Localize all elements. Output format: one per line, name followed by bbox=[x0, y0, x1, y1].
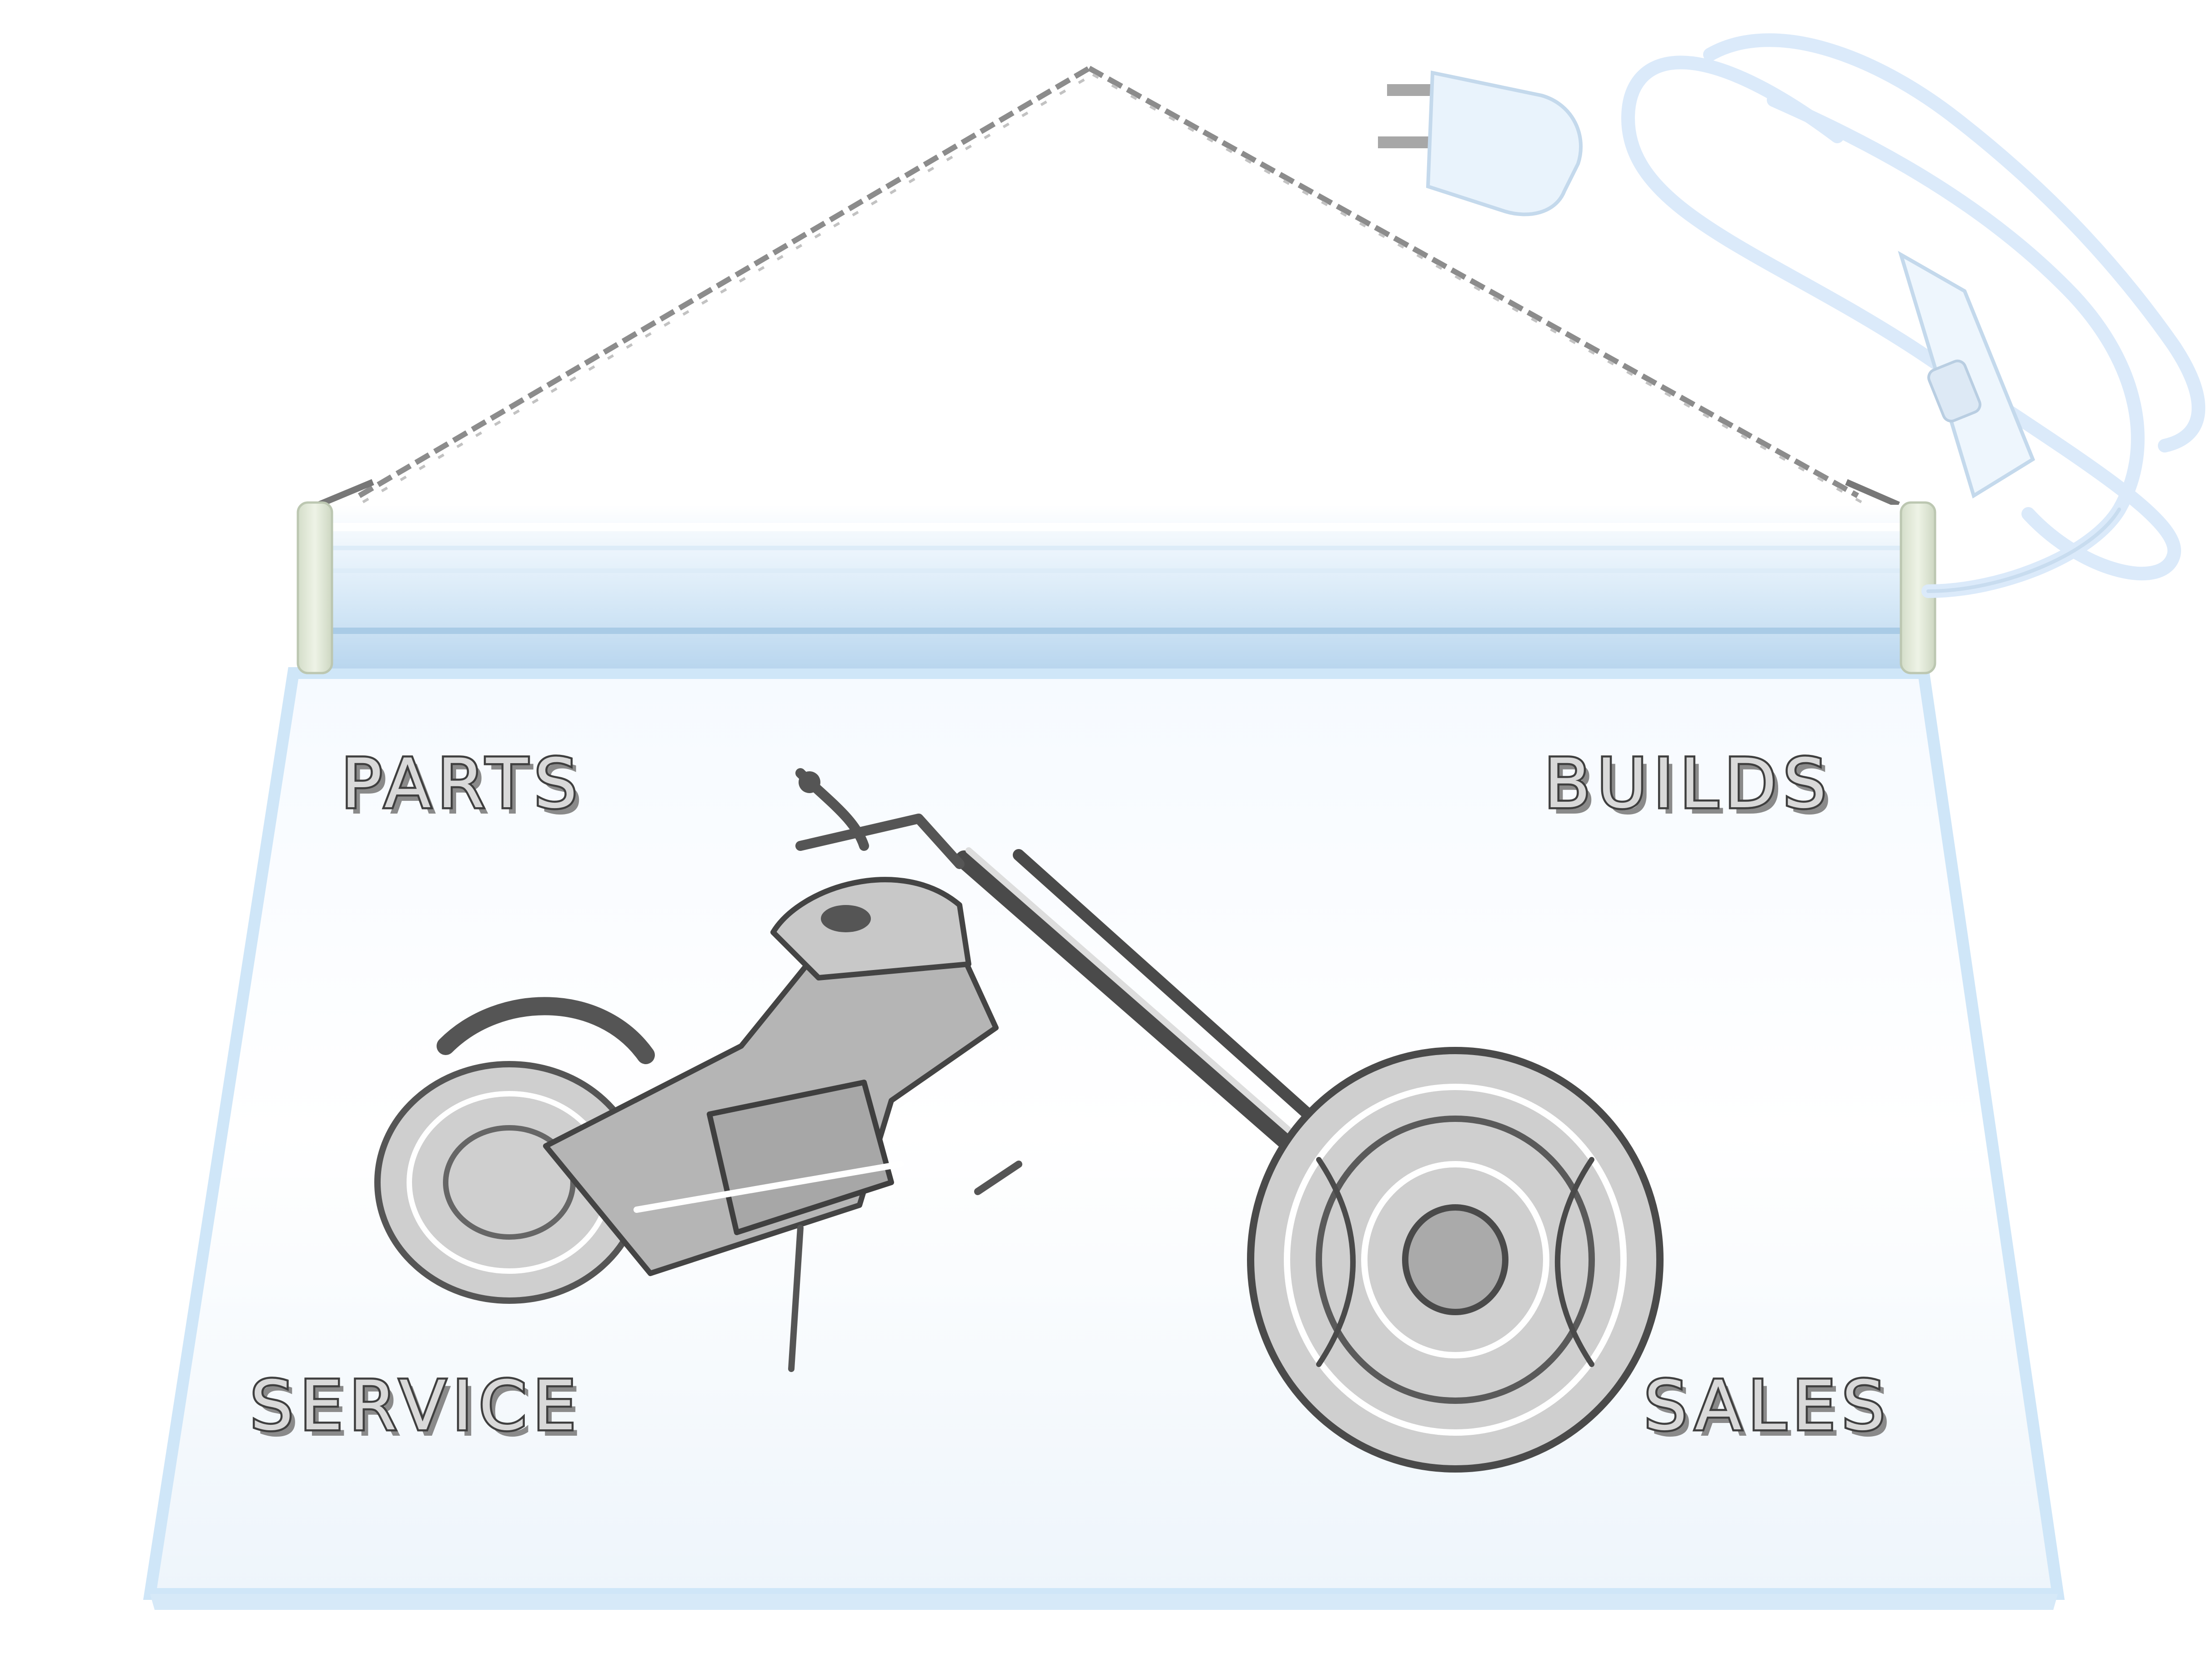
svg-text:BUILDS: BUILDS bbox=[1549, 751, 1838, 830]
svg-text:SALES: SALES bbox=[1649, 1373, 1897, 1452]
label-service: SERVICE bbox=[250, 1367, 582, 1446]
inline-switch-icon bbox=[1898, 251, 2035, 499]
svg-text:SERVICE: SERVICE bbox=[256, 1373, 588, 1452]
power-plug-icon bbox=[1378, 70, 1583, 216]
svg-text:PARTS: PARTS bbox=[347, 751, 589, 830]
led-bar bbox=[297, 501, 1936, 674]
label-sales: SALES bbox=[1644, 1367, 1891, 1446]
sign-text: PARTS PARTS BUILDS BUILDS SERVICE SERVIC… bbox=[248, 743, 1897, 1453]
motorcycle-engraving-icon bbox=[374, 768, 1664, 1473]
label-parts: PARTS bbox=[341, 744, 584, 824]
chain-icon bbox=[317, 65, 1900, 508]
label-builds: BUILDS bbox=[1544, 744, 1833, 824]
power-cord bbox=[1621, 33, 2206, 598]
